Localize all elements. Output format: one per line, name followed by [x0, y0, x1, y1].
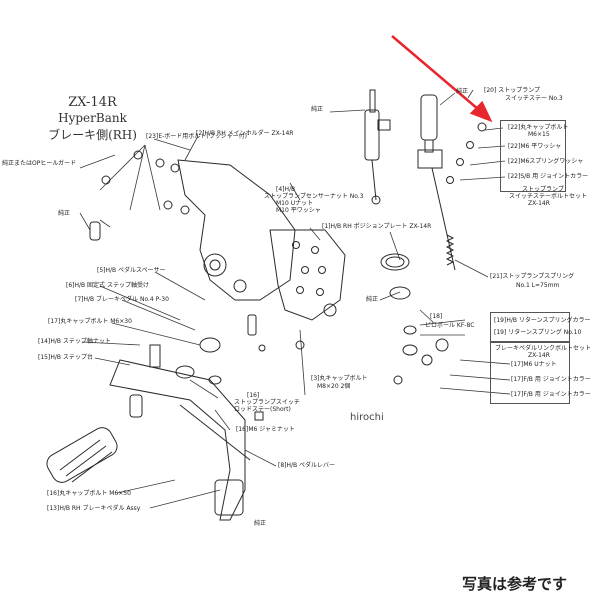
label-13: [13]H/B RH ブレーキペダル Assy — [47, 505, 141, 512]
label-pure-4: 純正 — [456, 88, 469, 95]
main-holder-outline — [177, 159, 296, 301]
label-6: [6]H/B 固定式 ステップ軸受け — [66, 282, 149, 289]
label-17d: [17]F/B 用 ジョイントカラー — [511, 391, 591, 398]
label-5: [5]H/B ペダルスペーサー — [97, 267, 166, 274]
label-15: [15]H/B ステップ台 — [38, 354, 93, 361]
label-2: [2]H/B RH メインホルダー ZX-14R — [196, 130, 294, 137]
label-22f: スイッチステーボルトセット — [509, 193, 588, 200]
label-22a: [22]丸キャップボルト — [508, 124, 569, 131]
label-4a: ストップランプセンサーナット No.3 — [264, 193, 364, 200]
stop-lamp-bolt-set-box — [500, 120, 566, 192]
label-18a: [18] — [430, 313, 443, 320]
label-22d: [22]S/B 用 ジョイントカラー — [508, 173, 589, 180]
label-19b: [19] リターンスプリング No.10 — [494, 329, 582, 336]
label-21b: No.1 L=75mm — [516, 282, 560, 289]
label-16-m6-nut: [16]M6 ジャミナット — [236, 426, 295, 433]
label-3a: [3]丸キャップボルト — [311, 375, 368, 382]
position-plate-outline — [269, 229, 346, 321]
label-20a: [20] ストップランプ — [484, 87, 541, 94]
label-22g: ZX-14R — [528, 200, 550, 207]
label-4b: M10 Uナット — [276, 200, 314, 207]
return-spring — [445, 234, 455, 266]
label-pure-heel-guard: 純正またはOPヒールガード — [2, 160, 77, 167]
red-pointer-arrow — [391, 35, 493, 123]
pedal-lever-outline — [109, 359, 246, 521]
label-14: [14]H/B ステップ軸ナット — [38, 338, 111, 345]
label-22b: [22]M6 平ワッシャ — [508, 143, 562, 150]
label-3b: M8×20 2個 — [317, 383, 351, 390]
label-20b: スイッチステー No.3 — [505, 95, 563, 102]
label-22a2: M6×15 — [528, 131, 550, 138]
label-16-bolt: [16]丸キャップボルト M6×50 — [47, 490, 131, 497]
label-pure-1: 純正 — [58, 210, 71, 217]
footpeg — [46, 427, 118, 483]
pedal-spacer — [199, 337, 221, 353]
label-23: [23]E-ボード用ボルト(ワッシャー付) — [146, 133, 247, 140]
stop-lamp-switch — [420, 94, 438, 141]
label-8: [8]H/B ペダルレバー — [278, 462, 336, 469]
label-1: [1]H/B RH ポジションプレート ZX-14R — [322, 223, 432, 230]
label-17b: [17]M6 Uナット — [511, 361, 557, 368]
label-set2: ZX-14R — [528, 352, 550, 359]
label-22c: [22]M6スプリングワッシャ — [508, 158, 584, 165]
reference-photo-caption: 写真は参考です — [462, 575, 568, 593]
label-7: [7]H/B ブレーキペダル No.4 P-30 — [75, 296, 169, 303]
label-pure-3: 純正 — [254, 520, 267, 527]
model-title: ZX-14R — [68, 95, 117, 110]
leader-line — [153, 138, 191, 151]
watermark: hirochi — [350, 412, 384, 423]
master-cylinder — [364, 109, 380, 161]
label-set1: ブレーキペダルリンクボルトセット — [495, 345, 592, 352]
label-22e: ストップランプ — [522, 186, 564, 193]
pedal-tip — [214, 479, 244, 516]
label-16b: ストップランプスイッチ — [234, 399, 300, 406]
product-title: HyperBank — [58, 111, 127, 125]
spring-collar — [380, 253, 410, 271]
label-17c: [17]F/B 用 ジョイントカラー — [511, 376, 591, 383]
heel-guard-bolt — [89, 221, 101, 241]
label-4: [4]H/B — [276, 186, 296, 193]
label-pure-5: 純正 — [366, 296, 379, 303]
label-4c: M10 平ワッシャ — [276, 207, 321, 214]
label-pure-2: 純正 — [311, 106, 324, 113]
label-19a: [19]H/B リターンスプリングカラー — [494, 317, 591, 324]
link-bolt-set-box — [490, 342, 570, 404]
label-17a: [17]丸キャップボルト M6×30 — [48, 318, 132, 325]
return-spring-box — [490, 312, 570, 342]
label-16c: ロッドステー(Short) — [234, 406, 291, 413]
label-18b: ピロボール KF-8C — [425, 322, 475, 329]
side-title: ブレーキ側(RH) — [48, 128, 137, 142]
label-21a: [21]ストップランプスプリング — [490, 273, 575, 280]
label-16a: [16] — [247, 392, 260, 399]
